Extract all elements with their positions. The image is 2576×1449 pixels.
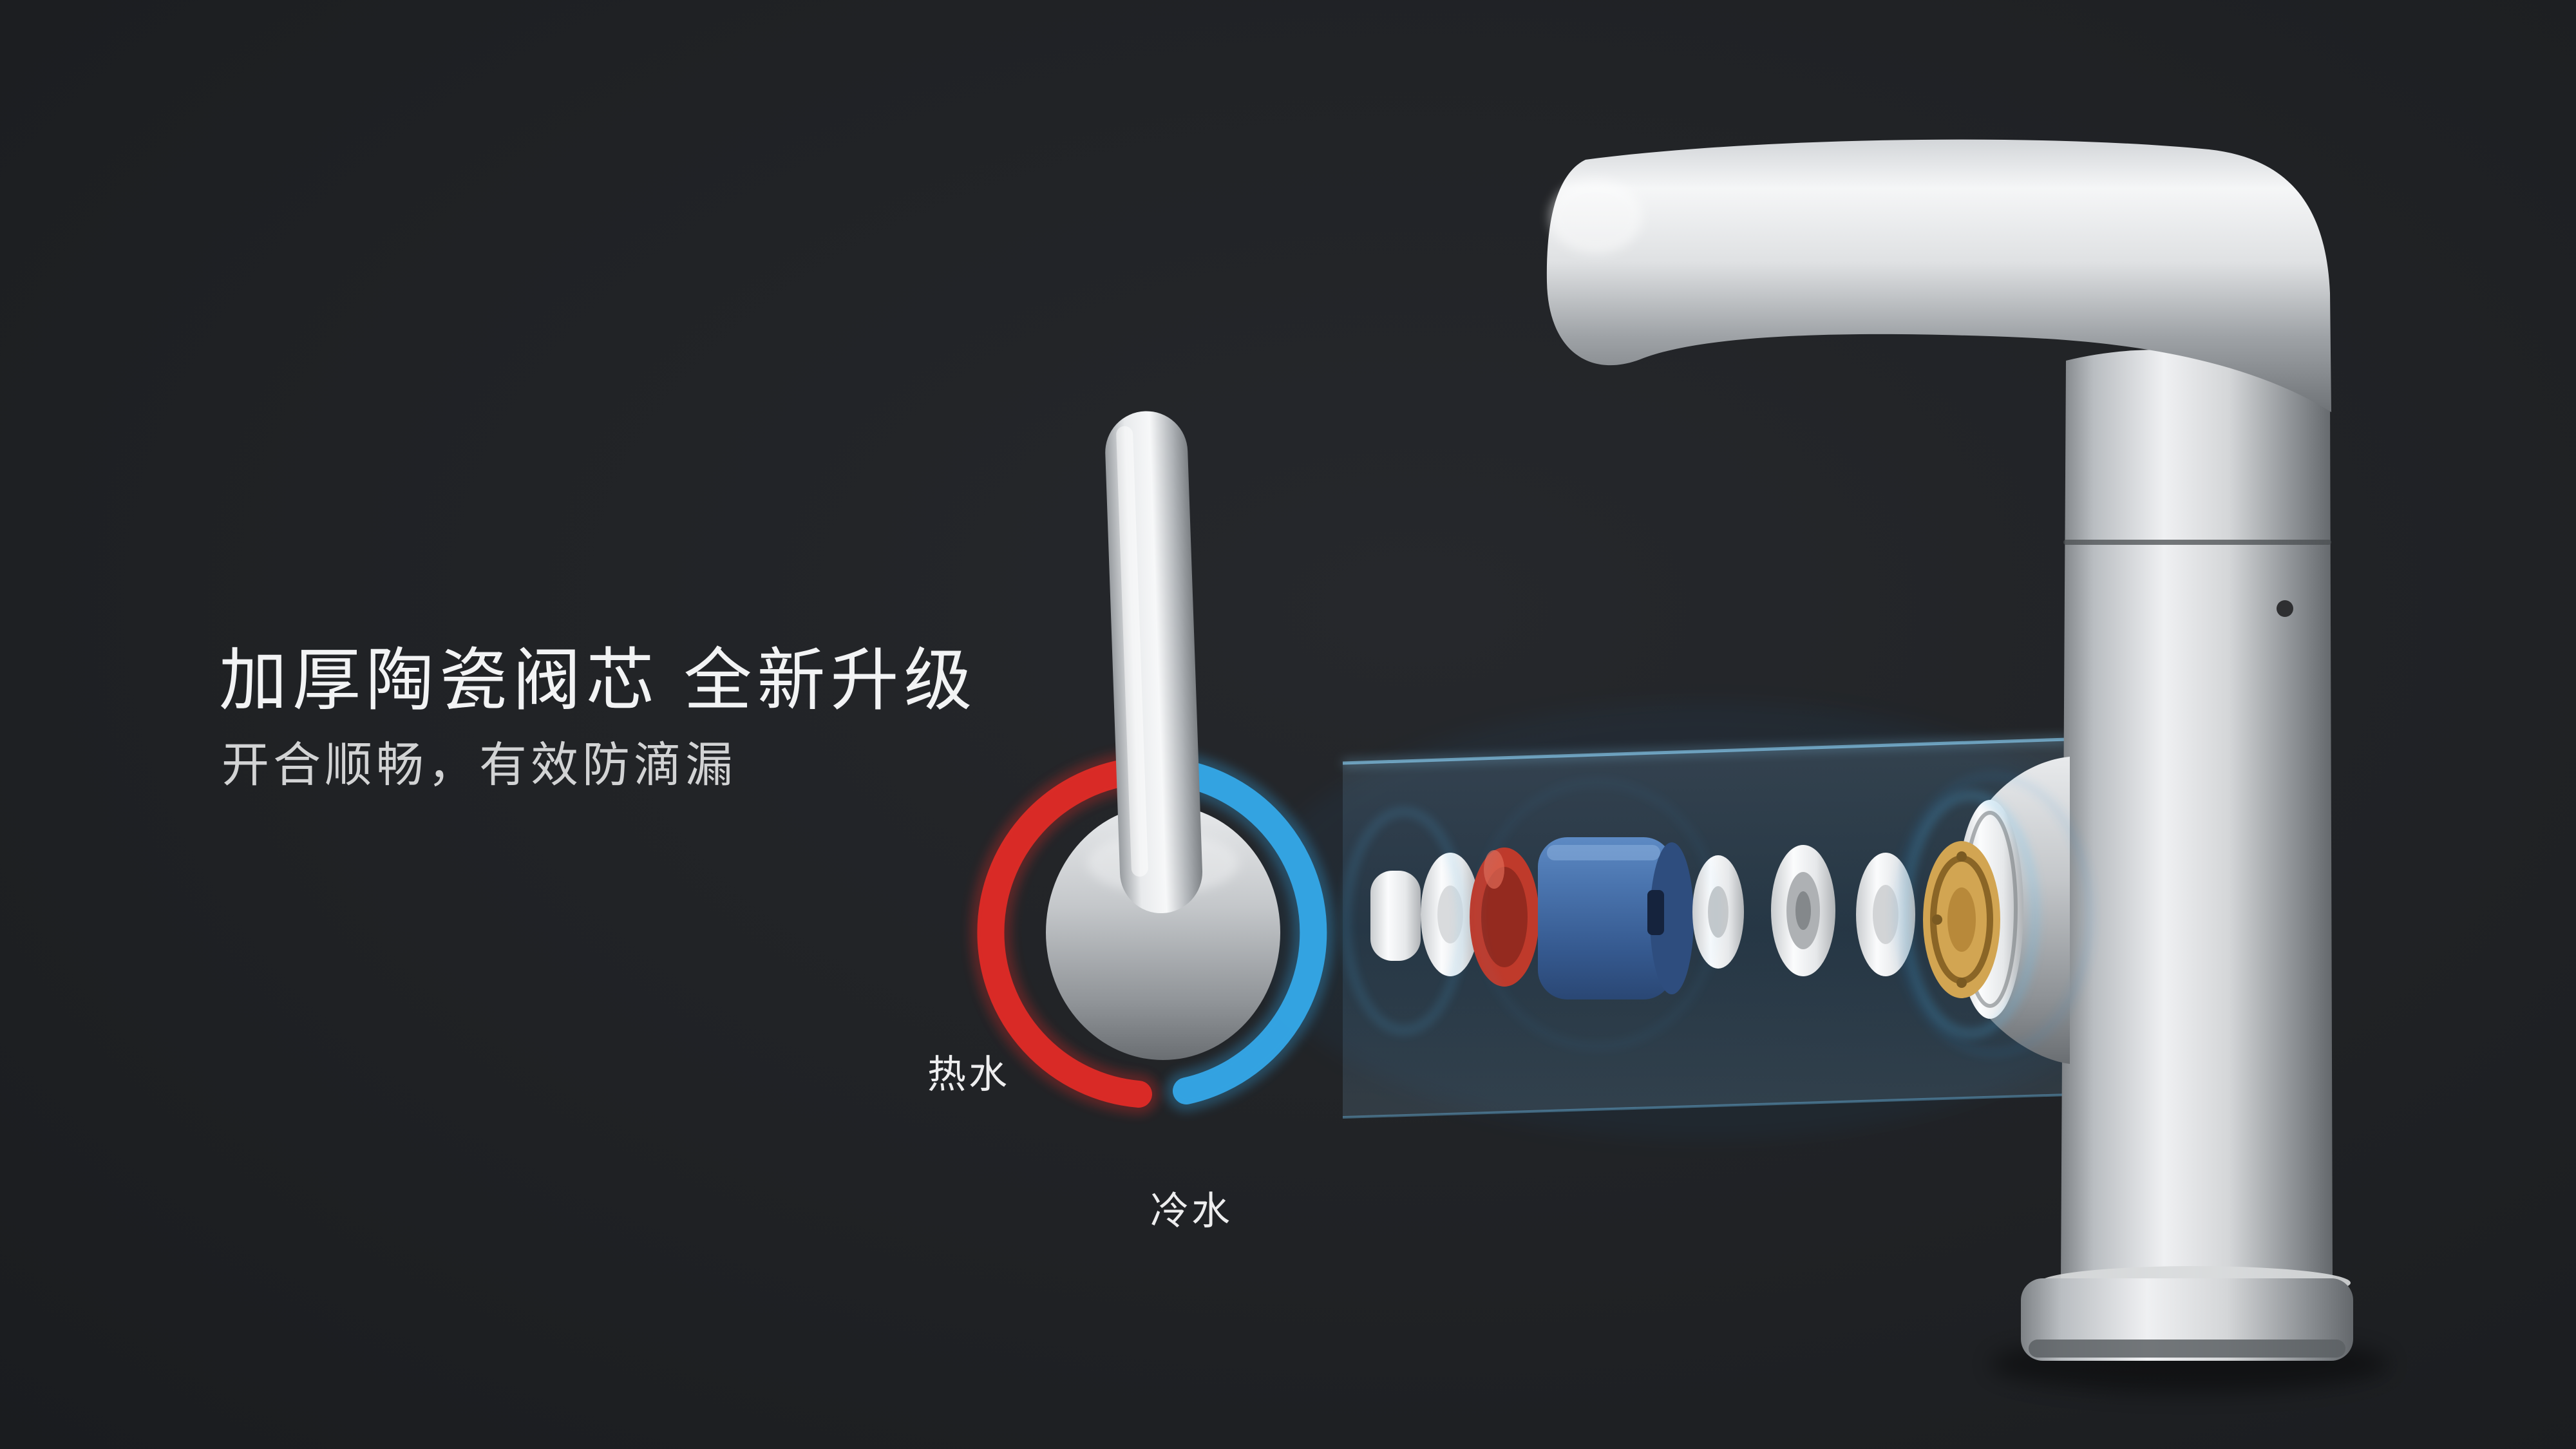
ceramic-disc-1 [1692, 855, 1744, 969]
cartridge-blue-body [1538, 837, 1694, 999]
page-subtitle: 开合顺畅，有效防滴漏 [222, 738, 737, 791]
cartridge-stem [1370, 871, 1421, 961]
body-hole [2277, 600, 2293, 617]
faucet-handle [1046, 411, 1280, 1060]
temperature-arcs [970, 750, 1334, 1115]
cartridge-gear-disc [1421, 853, 1480, 976]
faucet-body [1546, 139, 2389, 1393]
ceramic-disc-2 [1771, 845, 1835, 976]
exploded-cartridge-parts [1370, 837, 2000, 999]
body-seam [2063, 540, 2331, 545]
ceramic-disc-3 [1856, 853, 1915, 976]
brass-valve-base [1923, 841, 2000, 998]
page-title: 加厚陶瓷阀芯 全新升级 [219, 643, 978, 719]
cartridge-red-seal [1470, 848, 1539, 987]
hot-water-label: 热水 [927, 1053, 1010, 1096]
tech-glow-rings [1344, 775, 2091, 1054]
cold-water-label: 冷水 [1150, 1189, 1233, 1233]
